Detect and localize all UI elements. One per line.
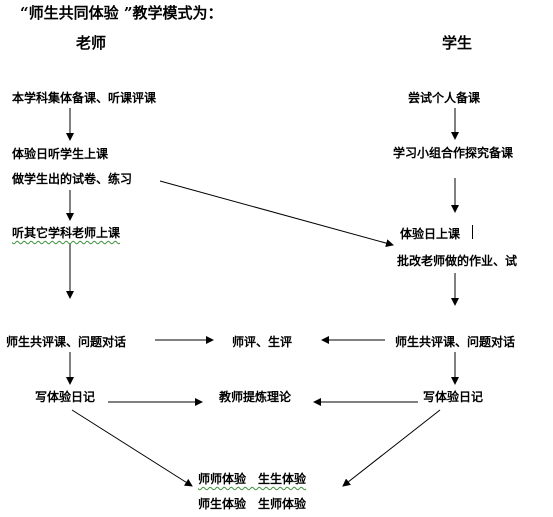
arrow-student-diary-to-result xyxy=(342,409,441,487)
teacher-column-header: 老师 xyxy=(76,34,107,52)
teacher-step-write-diary: 写体验日记 xyxy=(35,390,96,404)
text-cursor xyxy=(472,225,473,239)
center-evaluation: 师评、生评 xyxy=(232,335,293,349)
student-step-write-diary: 写体验日记 xyxy=(423,390,484,404)
result-experiences-line2: 师生体验 生师体验 xyxy=(198,497,307,511)
arrow-teacher-diary-to-result xyxy=(71,409,193,487)
student-step-teach-class: 体验日上课 xyxy=(400,227,461,241)
teacher-step-joint-evaluation: 师生共评课、问题对话 xyxy=(6,335,127,349)
center-theory: 教师提炼理论 xyxy=(219,390,292,404)
student-step-personal-prep: 尝试个人备课 xyxy=(408,91,481,105)
student-step-group-prep: 学习小组合作探究备课 xyxy=(393,146,514,160)
arrow-teacher-exam-to-student-class xyxy=(159,180,394,248)
student-column-header: 学生 xyxy=(442,34,473,52)
student-step-grade-teacher-work: 批改老师做的作业、试 xyxy=(397,254,518,268)
result-experiences-line1: 师师体验 生生体验 xyxy=(198,472,307,486)
teacher-step-collective-prep: 本学科集体备课、听课评课 xyxy=(12,91,157,105)
student-step-joint-evaluation: 师生共评课、问题对话 xyxy=(395,335,516,349)
teacher-step-do-student-exam: 做学生出的试卷、练习 xyxy=(12,172,133,186)
teacher-step-observe-students: 体验日听学生上课 xyxy=(12,147,109,161)
diagram-title: “师生共同体验 ”教学模式为： xyxy=(20,4,223,22)
teacher-step-observe-other-teachers: 听其它学科老师上课 xyxy=(12,226,121,240)
